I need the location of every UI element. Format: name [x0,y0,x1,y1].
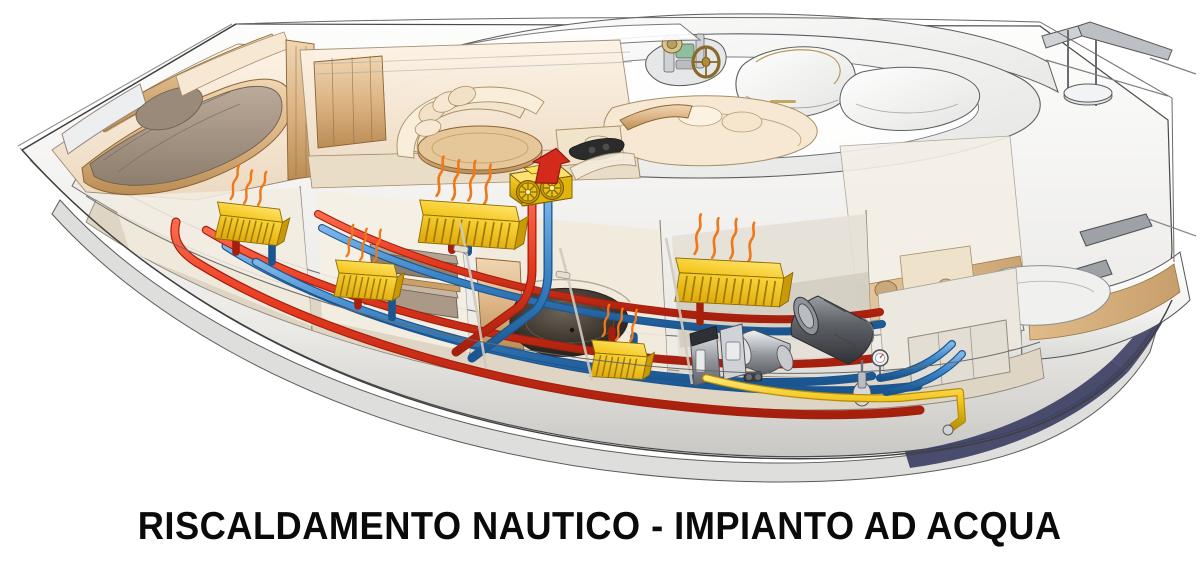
fan-left [516,180,540,204]
hull-outline [21,23,1173,460]
flybridge-seating [839,66,981,131]
aft-settee [603,95,818,167]
radiator-4 [589,303,656,381]
settee [396,85,545,159]
heat-waves [435,155,493,206]
heat-waves [601,303,639,343]
svg-text:—: — [752,348,756,353]
page-title: RISCALDAMENTO NAUTICO - IMPIANTO AD ACQU… [138,505,1062,548]
dinette-table [417,125,543,175]
radiator-1 [214,164,291,247]
salon [299,39,818,189]
hull-bottom [51,199,1161,483]
airflow-arrow-icon [532,147,571,184]
salon-glass [313,51,633,75]
heat-waves [229,164,268,207]
yacht-cutaway-illustration: — [17,13,1197,483]
caption-bar: RISCALDAMENTO NAUTICO - IMPIANTO AD ACQU… [0,487,1200,567]
pressure-gauge [871,349,889,378]
heat-waves [693,213,756,264]
boiler [790,295,875,365]
radiator-2 [333,223,406,302]
cable-clips [453,244,571,280]
galley-cabinet [313,55,387,149]
fuel-line [702,374,966,436]
hull-sheer-lines [85,17,1175,374]
expansion-vessel [852,349,889,407]
radar-arch [1041,21,1197,106]
air-duct [569,152,637,181]
radiator-5 [674,213,794,308]
salon-archway [619,104,693,131]
hull-stripe [905,360,1128,468]
cable-runs [458,221,694,385]
steering-wheel-icon [691,45,721,79]
radiator-3 [417,155,530,251]
return-stern-branch [876,340,966,396]
heat-waves [345,223,383,263]
engine-room-equipment: — [689,295,966,436]
fuel-fitting [942,424,954,436]
